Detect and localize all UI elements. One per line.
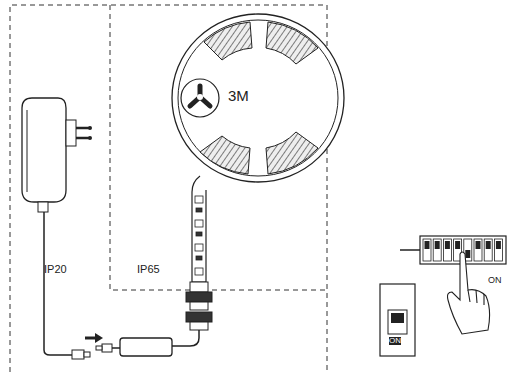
slide-switch bbox=[380, 284, 415, 356]
led-chip bbox=[196, 232, 202, 236]
dip-knob bbox=[476, 241, 481, 249]
power-adapter bbox=[22, 98, 92, 359]
led-reel bbox=[172, 14, 344, 182]
dip-knob bbox=[455, 241, 460, 249]
switch-state: ON bbox=[488, 276, 502, 285]
dip-knob bbox=[425, 241, 430, 249]
dip-cell bbox=[443, 239, 451, 261]
dip-knob bbox=[445, 241, 450, 249]
dip-knob bbox=[496, 241, 501, 249]
dip-cell bbox=[494, 239, 502, 261]
led-chip bbox=[195, 268, 203, 275]
led-chip bbox=[195, 244, 203, 251]
dip-cell bbox=[423, 239, 431, 261]
protection-rating: IP65 bbox=[137, 264, 160, 275]
led-chip bbox=[195, 196, 203, 203]
led-chip bbox=[195, 220, 203, 227]
led-chip bbox=[196, 256, 202, 260]
protection-rating: IP20 bbox=[44, 264, 67, 275]
dip-cell bbox=[484, 239, 492, 261]
insert-arrow bbox=[95, 333, 103, 343]
dip-knob bbox=[486, 241, 491, 249]
length-label: 3M bbox=[228, 88, 249, 103]
hand bbox=[448, 252, 490, 334]
led-strip bbox=[172, 176, 212, 346]
controller-box bbox=[96, 338, 172, 356]
led-chip bbox=[196, 208, 202, 212]
dip-cell bbox=[433, 239, 441, 261]
dip-knob bbox=[465, 250, 470, 258]
dip-knob bbox=[435, 241, 440, 249]
dip-switch bbox=[400, 236, 506, 264]
dip-cell bbox=[474, 239, 482, 261]
switch-state: ON bbox=[389, 337, 401, 345]
